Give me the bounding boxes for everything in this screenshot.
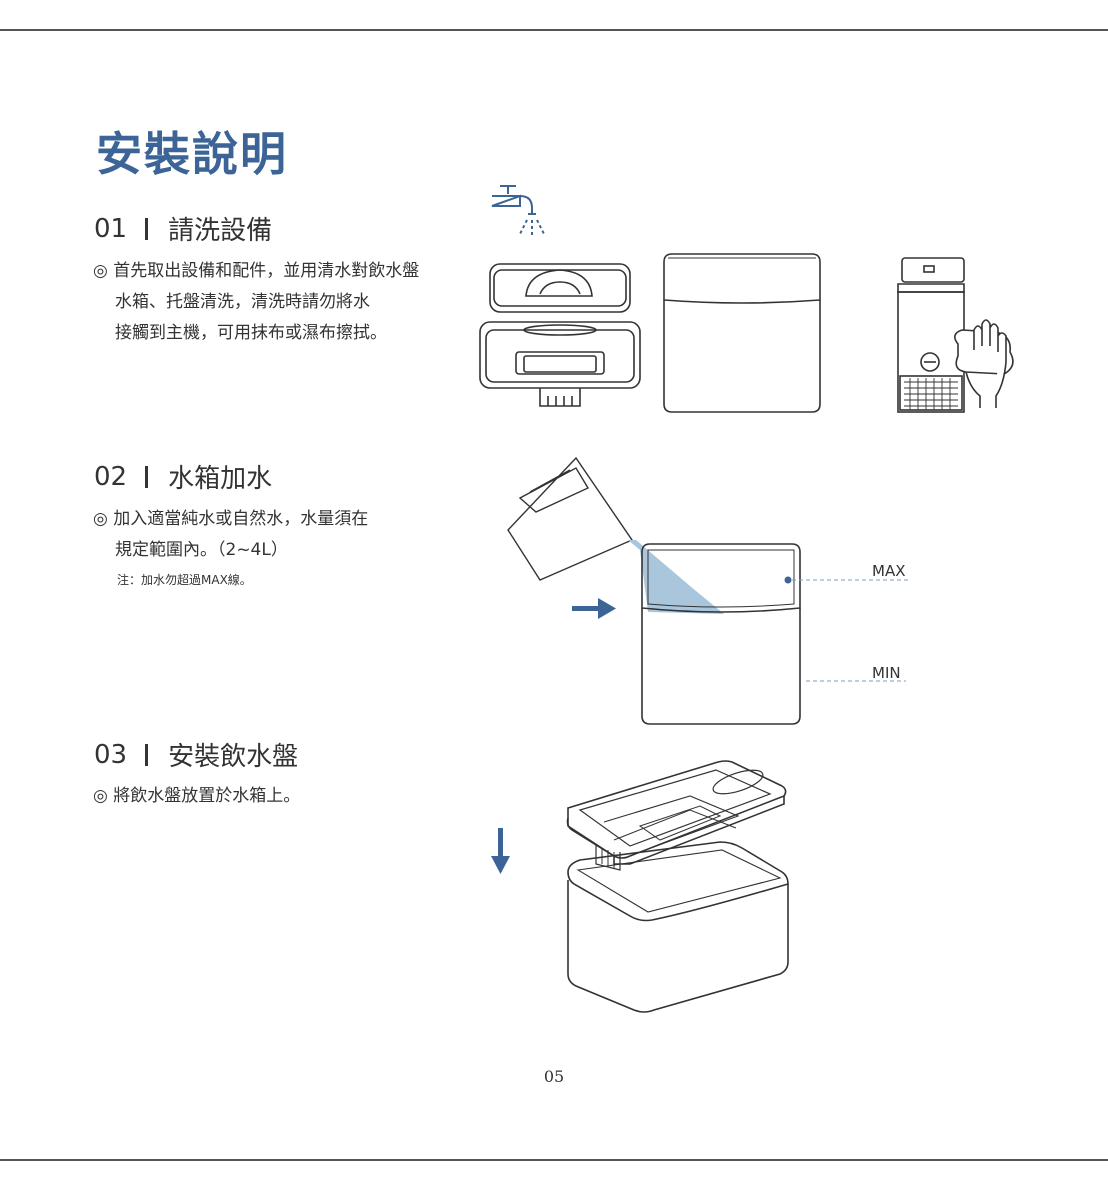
water-tank-filling-illustration: [641, 543, 801, 725]
step-divider: [145, 217, 149, 240]
step-1-line: 接觸到主機，可用抹布或濕布擦拭。: [115, 323, 387, 343]
top-rule: [0, 29, 1108, 31]
page-title: 安裝說明: [96, 127, 288, 181]
page-number: 05: [543, 1067, 565, 1086]
step-1-body: ◎ 首先取出設備和配件，並用清水對飲水盤 水箱、托盤清洗，清洗時請勿將水 接觸到…: [93, 256, 419, 349]
pitcher-illustration: [507, 456, 634, 581]
max-label: MAX: [872, 562, 905, 580]
step-2-number: 02: [94, 461, 128, 492]
tray-lid-illustration: [489, 263, 631, 313]
step-2-body: ◎ 加入適當純水或自然水，水量須在 規定範圍內。（2~4L） 注：加水勿超過MA…: [93, 504, 368, 590]
step-2-title: 水箱加水: [168, 464, 273, 494]
step-1-heading: 01 請洗設備: [94, 210, 272, 247]
step-divider: [145, 465, 149, 488]
max-level-dot: [784, 576, 792, 584]
step-2-line: ◎ 加入適當純水或自然水，水量須在: [93, 509, 369, 529]
water-tank-illustration: [663, 253, 821, 413]
faucet-icon: [491, 185, 546, 238]
step-2-heading: 02 水箱加水: [94, 458, 272, 495]
step-2-note: 注：加水勿超過MAX線。: [117, 573, 252, 587]
step-3-line: ◎ 將飲水盤放置於水箱上。: [93, 786, 301, 806]
tray-illustration: [479, 321, 641, 407]
step-3-number: 03: [94, 739, 128, 770]
step-1-title: 請洗設備: [168, 216, 273, 246]
step-3-body: ◎ 將飲水盤放置於水箱上。: [93, 781, 300, 812]
arrow-right-icon: [572, 598, 616, 619]
water-tank-base-illustration: [567, 841, 789, 1013]
step-divider: [145, 743, 149, 766]
arrow-down-icon: [491, 828, 510, 874]
main-unit-illustration: [897, 257, 965, 413]
step-3-heading: 03 安裝飲水盤: [94, 736, 298, 773]
min-label: MIN: [872, 664, 901, 682]
step-1-line: ◎ 首先取出設備和配件，並用清水對飲水盤: [93, 261, 420, 281]
step-3-title: 安裝飲水盤: [168, 742, 299, 772]
tray-install-illustration: [566, 760, 787, 871]
step-1-number: 01: [94, 213, 128, 244]
bottom-rule: [0, 1159, 1108, 1161]
step-1-line: 水箱、托盤清洗，清洗時請勿將水: [115, 292, 370, 312]
step-2-line: 規定範圍內。（2~4L）: [115, 540, 288, 560]
hand-wipe-icon: [954, 319, 1014, 408]
water-stream: [628, 540, 724, 614]
